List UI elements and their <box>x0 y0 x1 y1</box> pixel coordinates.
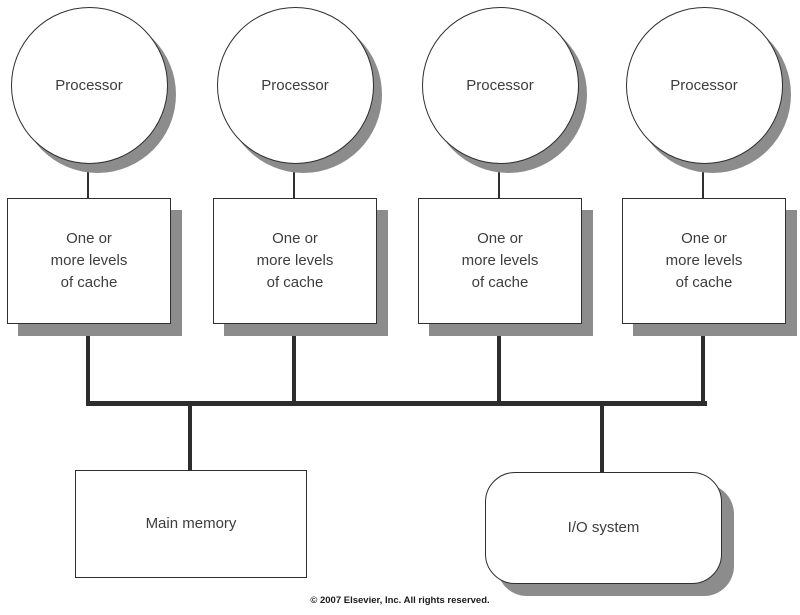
processor-label: Processor <box>55 76 123 94</box>
io-system-node: I/O system <box>485 472 722 584</box>
connector-processor1-cache1 <box>87 158 89 202</box>
processor-node-4: Processor <box>625 7 783 164</box>
cache-node-1: One or more levels of cache <box>7 198 171 324</box>
connector-cache4-bus <box>700 320 706 405</box>
connector-cache3-bus <box>496 320 502 405</box>
cache-label: One or more levels of cache <box>50 230 128 291</box>
cache-label: One or more levels of cache <box>256 230 334 291</box>
connector-processor3-cache3 <box>498 158 500 202</box>
connector-processor2-cache2 <box>293 158 295 202</box>
cache-node-4: One or more levels of cache <box>622 198 786 324</box>
cache-label: One or more levels of cache <box>665 230 743 291</box>
connector-bus-main-memory <box>187 403 193 471</box>
cache-node-2: One or more levels of cache <box>213 198 377 324</box>
cache-label: One or more levels of cache <box>461 230 539 291</box>
io-system-label: I/O system <box>567 519 640 537</box>
main-memory-label: Main memory <box>145 515 237 533</box>
connector-bus-io-system <box>599 403 605 473</box>
processor-node-3: Processor <box>421 7 579 164</box>
connector-cache1-bus <box>85 320 91 405</box>
processor-label: Processor <box>261 76 329 94</box>
shared-bus <box>86 401 707 406</box>
processor-node-2: Processor <box>216 7 374 164</box>
copyright-notice: © 2007 Elsevier, Inc. All rights reserve… <box>310 595 490 606</box>
processor-label: Processor <box>466 76 534 94</box>
connector-processor4-cache4 <box>702 158 704 202</box>
main-memory-node: Main memory <box>75 470 307 578</box>
processor-label: Processor <box>670 76 738 94</box>
cache-node-3: One or more levels of cache <box>418 198 582 324</box>
processor-node-1: Processor <box>10 7 168 164</box>
connector-cache2-bus <box>291 320 297 405</box>
